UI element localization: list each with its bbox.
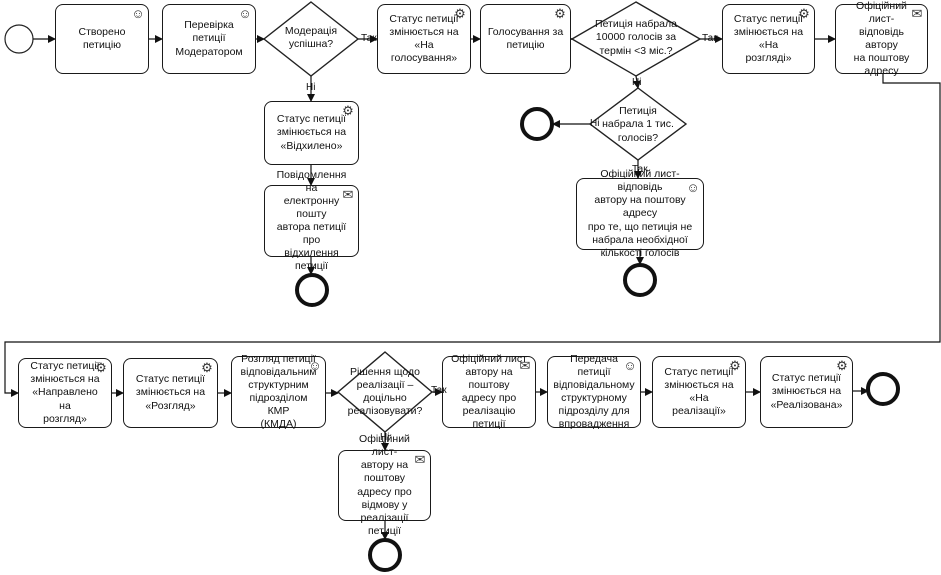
envelope-icon: ✉: [519, 358, 531, 373]
end-event-rejected: [295, 273, 329, 307]
task-label: Розгляд петиції відповідальним структурн…: [240, 352, 317, 431]
task-label: Голосування за петицію: [487, 25, 564, 51]
flow-label-no: Ні: [590, 118, 600, 129]
task-status-consideration[interactable]: ⚙ Статус петиції змінюється на «Розгляд»: [123, 358, 218, 428]
gear-icon: ⚙: [554, 6, 566, 21]
envelope-icon: ✉: [414, 452, 426, 467]
task-status-rejected[interactable]: ⚙ Статус петиції змінюється на «Відхилен…: [264, 101, 359, 165]
end-event-refused: [368, 538, 402, 572]
task-label: Повідомлення на електронну пошту автора …: [276, 168, 347, 273]
task-status-implemented[interactable]: ⚙ Статус петиції змінюється на «Реалізов…: [760, 356, 853, 428]
end-event-no-votes: [520, 107, 554, 141]
flow-label-yes: Так: [361, 33, 377, 44]
end-event-not-enough: [623, 263, 657, 297]
gear-icon: ⚙: [201, 360, 213, 375]
gateway-1000-votes: [588, 87, 688, 161]
task-status-directed[interactable]: ⚙ Статус петиції змінюється на «Направле…: [18, 358, 112, 428]
task-review-kmda[interactable]: ☺ Розгляд петиції відповідальним структу…: [231, 353, 326, 430]
flow-label-yes: Так: [632, 164, 648, 175]
task-label: Офіційний лист- відповідь автору на пошт…: [853, 0, 910, 78]
gear-icon: ⚙: [836, 358, 848, 373]
task-status-voting[interactable]: ⚙ Статус петиції змінюється на «На голос…: [377, 4, 471, 74]
envelope-icon: ✉: [911, 6, 923, 21]
gear-icon: ⚙: [95, 360, 107, 375]
task-label: Статус петиції змінюється на «На голосув…: [389, 12, 459, 65]
start-event: [4, 24, 34, 54]
task-status-implementation[interactable]: ⚙ Статус петиції змінюється на «На реалі…: [652, 356, 746, 428]
gear-icon: ⚙: [454, 6, 466, 21]
task-official-reply[interactable]: ✉ Офіційний лист- відповідь автору на по…: [835, 0, 928, 77]
task-transfer[interactable]: ☺ Передача петиції відповідальному струк…: [547, 353, 641, 430]
flow-label-no: Ні: [306, 82, 316, 93]
task-letter-refusal[interactable]: ✉ Офіційний лист- автору на поштову адре…: [338, 433, 431, 537]
gear-icon: ⚙: [729, 358, 741, 373]
task-label: Офіційний лист автору на поштову адресу …: [451, 352, 527, 431]
task-voting[interactable]: ⚙ Голосування за петицію: [480, 4, 571, 74]
gear-icon: ⚙: [798, 6, 810, 21]
task-moderator-check[interactable]: ☺ Перевірка петиції Модератором: [162, 4, 256, 74]
task-label: Офіційний лист- автору на поштову адресу…: [357, 433, 412, 537]
task-label: Офіційний лист-відповідь автору на пошто…: [587, 168, 693, 259]
end-event-implemented: [866, 372, 900, 406]
task-label: Створено петицію: [78, 25, 126, 51]
task-label: Статус петиції змінюється на «На розгляд…: [733, 12, 804, 65]
user-icon: ☺: [686, 180, 700, 195]
task-label: Перевірка петиції Модератором: [175, 19, 243, 58]
flow-label-no: Ні: [380, 432, 390, 443]
task-label: Статус петиції змінюється на «Направлено…: [30, 360, 100, 425]
task-letter-not-enough[interactable]: ☺ Офіційний лист-відповідь автору на пош…: [576, 168, 704, 259]
task-email-rejection[interactable]: ✉ Повідомлення на електронну пошту автор…: [264, 169, 359, 272]
task-status-review[interactable]: ⚙ Статус петиції змінюється на «На розгл…: [722, 4, 815, 74]
gateway-moderation: [262, 1, 360, 77]
task-label: Статус петиції змінюється на «На реаліза…: [664, 365, 734, 418]
user-icon: ☺: [238, 6, 252, 21]
flow-label-yes: Так: [431, 385, 447, 396]
user-icon: ☺: [131, 6, 145, 21]
task-label: Передача петиції відповідальному структу…: [553, 352, 635, 431]
task-label: Статус петиції змінюється на «Реалізован…: [770, 372, 843, 411]
user-icon: ☺: [308, 358, 322, 373]
gateway-10000-votes: [570, 1, 702, 77]
sequence-flows: [4, 35, 941, 540]
user-icon: ☺: [623, 358, 637, 373]
gear-icon: ⚙: [342, 103, 354, 118]
flow-label-no: Ні: [632, 77, 642, 88]
envelope-icon: ✉: [342, 187, 354, 202]
task-letter-implementation[interactable]: ✉ Офіційний лист автору на поштову адрес…: [442, 353, 536, 430]
task-label: Статус петиції змінюється на «Відхилено»: [276, 113, 347, 152]
task-label: Статус петиції змінюється на «Розгляд»: [135, 373, 206, 412]
flow-label-yes: Так: [702, 33, 718, 44]
task-created[interactable]: ☺ Створено петицію: [55, 4, 149, 74]
gateway-decision: [336, 351, 434, 433]
